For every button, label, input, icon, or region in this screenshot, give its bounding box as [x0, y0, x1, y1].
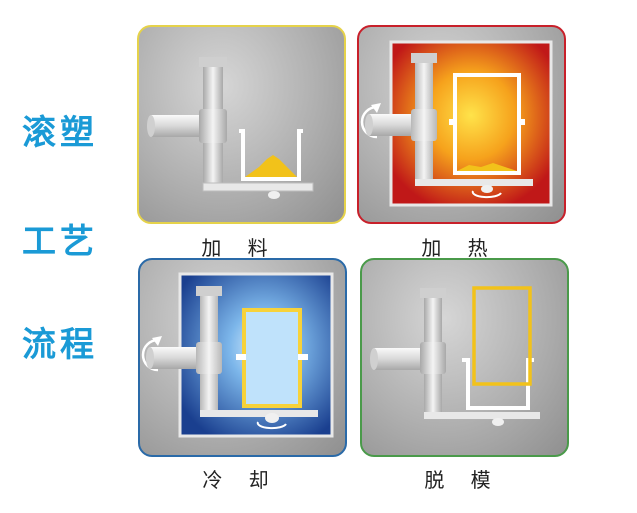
- cooling-diagram: [141, 272, 334, 438]
- arm-pipe: [374, 348, 434, 370]
- bottom-arm: [424, 412, 540, 419]
- finished-product: [472, 286, 532, 386]
- mold-cooling: [242, 308, 302, 408]
- caption-charging: 加 料: [201, 236, 278, 260]
- title-line-1: 滚塑: [22, 113, 98, 153]
- title-line-2: 工艺: [22, 222, 98, 262]
- caption-demolding: 脱 模: [424, 468, 501, 492]
- bottom-arm: [200, 410, 318, 417]
- charging-diagram: [147, 57, 314, 199]
- step-panel-charging: [137, 25, 346, 224]
- bottom-arm: [202, 182, 314, 192]
- arm-pipe: [150, 347, 204, 369]
- powder-pile: [245, 155, 297, 177]
- bottom-rotation-icon: [256, 421, 287, 430]
- bottom-arm: [415, 179, 533, 186]
- step-panel-heating: [357, 25, 566, 224]
- caption-heating: 加 热: [421, 236, 498, 260]
- caption-cooling: 冷 却: [202, 468, 279, 492]
- powder-container: [239, 129, 303, 181]
- step-panel-cooling: [138, 258, 347, 457]
- title-line-3: 流程: [22, 325, 98, 365]
- arm-pipe: [151, 115, 211, 137]
- bottom-rotation-icon: [471, 190, 502, 199]
- step-panel-demolding: [360, 258, 569, 457]
- arm-pipe: [369, 114, 421, 136]
- heating-diagram: [360, 40, 553, 207]
- demolding-diagram: [370, 286, 540, 426]
- powder-layer: [457, 163, 517, 171]
